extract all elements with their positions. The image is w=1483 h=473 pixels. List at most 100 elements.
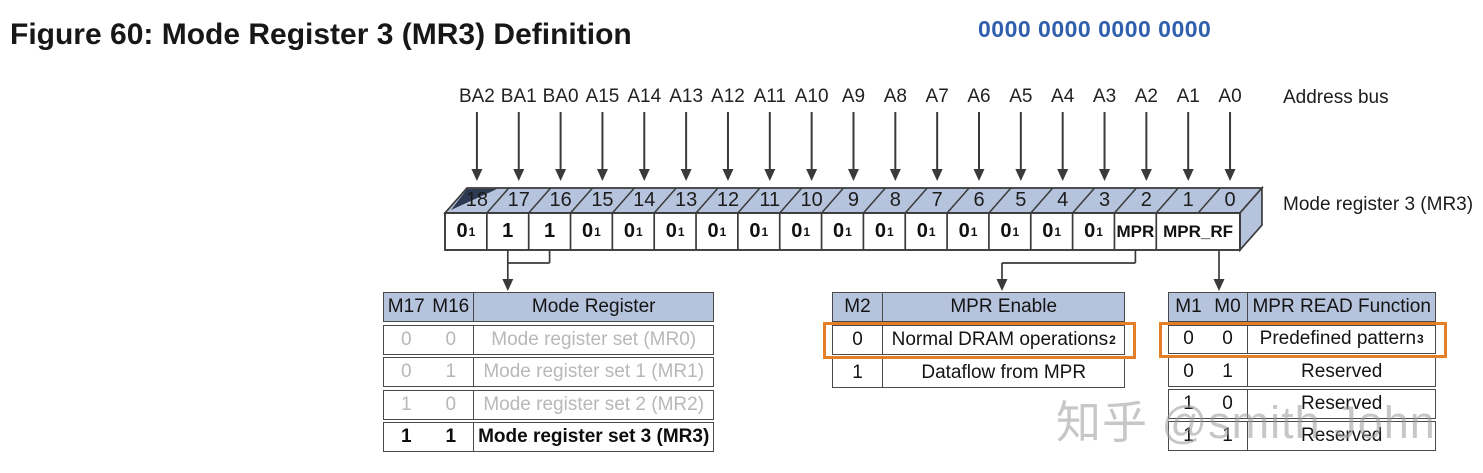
label-cell: MPR Enable (950, 296, 1058, 317)
footnote-superscript: 1 (1096, 224, 1103, 239)
footnote-superscript: 1 (677, 224, 685, 239)
label-cell: Reserved (1301, 360, 1383, 382)
bit-cell: M16 (432, 296, 470, 317)
label-cell: Mode register set (MR0) (491, 328, 697, 350)
bit-cell: 1 (1183, 393, 1194, 414)
register-cell-value: 1 (544, 220, 556, 242)
bit-cell: 0 (852, 328, 863, 350)
binary-value-annotation: 0000 0000 0000 0000 (978, 16, 1212, 42)
footnote-superscript: 1 (594, 224, 601, 239)
register-bit-number: 3 (1098, 189, 1111, 211)
bit-cell: 0 (1222, 328, 1233, 350)
address-pin-label: A4 (1051, 86, 1075, 107)
bit-cell: 0 (400, 328, 412, 350)
footnote-superscript: 1 (635, 224, 643, 239)
footnote-superscript: 1 (1012, 224, 1020, 239)
bit-columns: M1 M0 (1169, 293, 1248, 321)
bit-cell: M1 (1175, 296, 1202, 317)
bit-columns: 1 (833, 358, 883, 388)
address-pin-label: A11 (753, 86, 786, 107)
label-cell: MPR READ Function (1252, 296, 1431, 317)
label-cell: Reserved (1301, 393, 1383, 414)
footnote-superscript: 1 (468, 224, 476, 239)
address-pin-label: A8 (883, 86, 907, 107)
bit-columns: M2 (833, 293, 883, 321)
label-cell: Reserved (1301, 425, 1383, 447)
address-pin-label: BA0 (542, 86, 579, 107)
register-bit-number: 5 (1015, 189, 1027, 211)
table-header-row: M1 M0 MPR READ Function (1168, 292, 1437, 322)
label-cell: Mode register set 3 (MR3) (478, 426, 710, 448)
bit-cell: 1 (852, 361, 863, 383)
footnote-superscript: 1 (803, 224, 811, 239)
bit-cell: 0 (400, 361, 412, 383)
address-pin-label: A0 (1218, 86, 1242, 107)
register-bit-number: 1 (1182, 189, 1194, 211)
bit-cell: M17 (387, 296, 425, 317)
address-pin-label: A3 (1092, 86, 1117, 107)
footnote-superscript: 1 (845, 224, 852, 239)
bit-cell: 1 (400, 393, 412, 415)
address-pin-label: A1 (1176, 86, 1200, 107)
address-pin-label: A14 (627, 86, 662, 107)
register-bit-number: 16 (549, 189, 572, 211)
bit-cell: 1 (400, 426, 412, 448)
register-bit-number: 15 (591, 189, 614, 211)
bit-cell: M0 (1214, 296, 1241, 317)
address-pin-label: A12 (711, 86, 745, 107)
figure-title: Figure 60: Mode Register 3 (MR3) Definit… (10, 18, 632, 51)
footnote-superscript: 3 (1417, 332, 1424, 347)
bit-cell: 1 (1222, 360, 1233, 382)
address-pin-label: A13 (669, 86, 704, 107)
footnote-superscript: 1 (970, 224, 978, 239)
register-bit-number: 4 (1057, 189, 1069, 211)
bit-columns: 0 (833, 325, 883, 355)
register-bit-number: 18 (465, 189, 489, 211)
footnote-superscript: 2 (1109, 332, 1116, 347)
bit-cell: M2 (844, 296, 871, 317)
register-cell-value: MPR (1116, 221, 1155, 241)
address-pin-label: A6 (967, 86, 991, 107)
address-pin-label: A5 (1009, 86, 1033, 107)
bit-cell: 1 (445, 361, 457, 383)
bit-columns: M17 M16 (384, 293, 474, 321)
register-bit-number: 14 (633, 189, 656, 211)
register-bit-number: 8 (889, 189, 901, 211)
footnote-superscript: 1 (1054, 224, 1062, 239)
register-cell-value: MPR_RF (1163, 221, 1234, 241)
address-pin-label: A2 (1134, 86, 1158, 107)
register-cell-value: 1 (502, 220, 514, 242)
bit-cell: 0 (445, 328, 457, 350)
register-bit-number: 0 (1224, 189, 1236, 211)
label-cell: Dataflow from MPR (921, 361, 1087, 383)
